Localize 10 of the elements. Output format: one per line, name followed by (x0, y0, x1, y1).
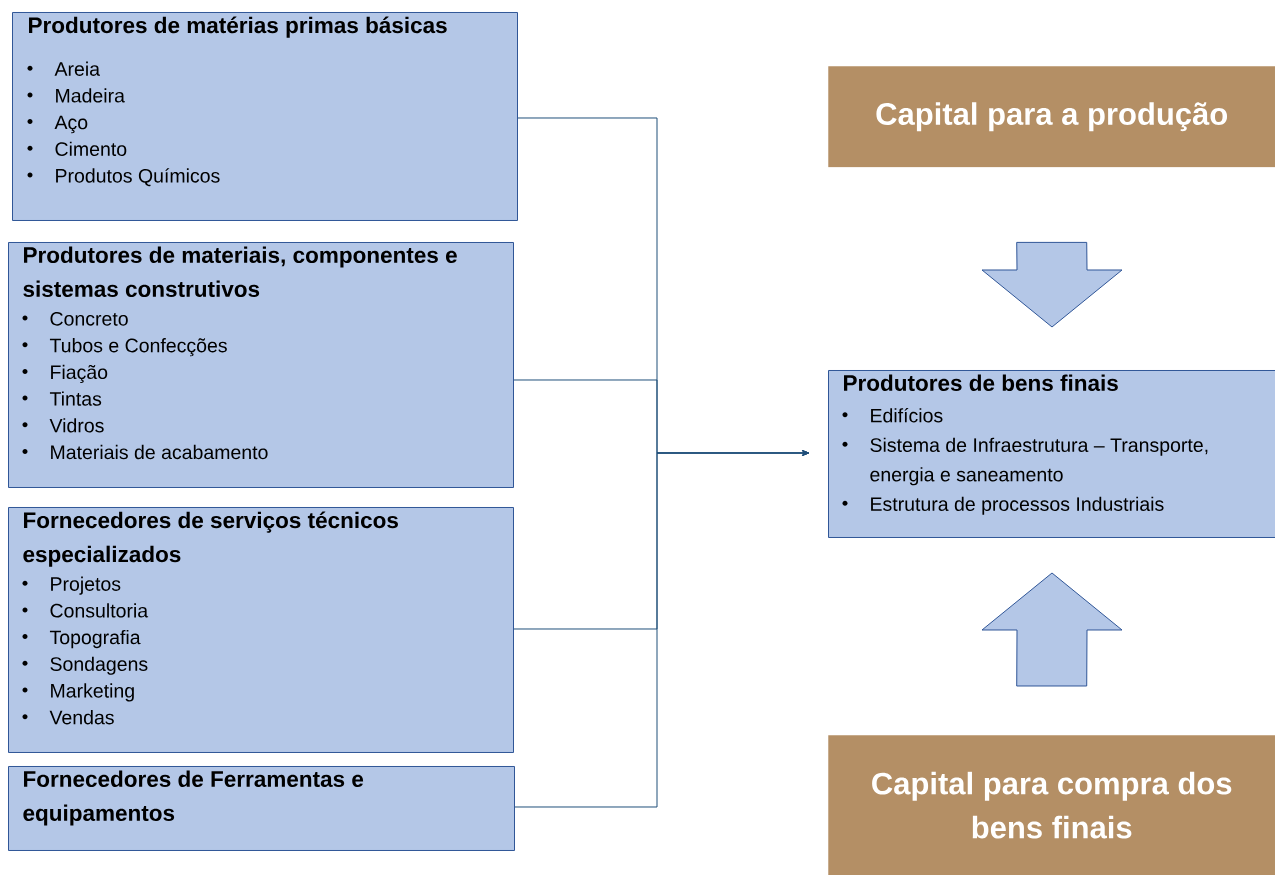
capital-box: Capital para a produção (828, 66, 1275, 168)
block-arrow (981, 241, 1123, 328)
list-box: Produtores de matérias primas básicas Areia Madeira Aço Cimento Produtos Químicos (12, 12, 518, 221)
list-box: Fornecedores de Ferramentas e equipamentos (8, 766, 515, 851)
list-box: Fornecedores de serviços técnicos especializados Projetos Consultoria Topografia Sondagens Marketing Vendas (8, 507, 514, 753)
list-box: Produtores de materiais, componentes e sistemas construtivos Concreto Tubos e Confecções Fiação Tintas Vidros Materiais de acabamento (8, 242, 514, 488)
list-box: Produtores de bens finais Edifícios Sistema de Infraestrutura – Transporte, energia e saneamento Estrutura de processos Industriais (828, 370, 1275, 538)
connector-arrow (514, 450, 810, 808)
block-arrow (981, 572, 1123, 687)
capital-box: Capital para compra dos bens finais (828, 735, 1275, 875)
